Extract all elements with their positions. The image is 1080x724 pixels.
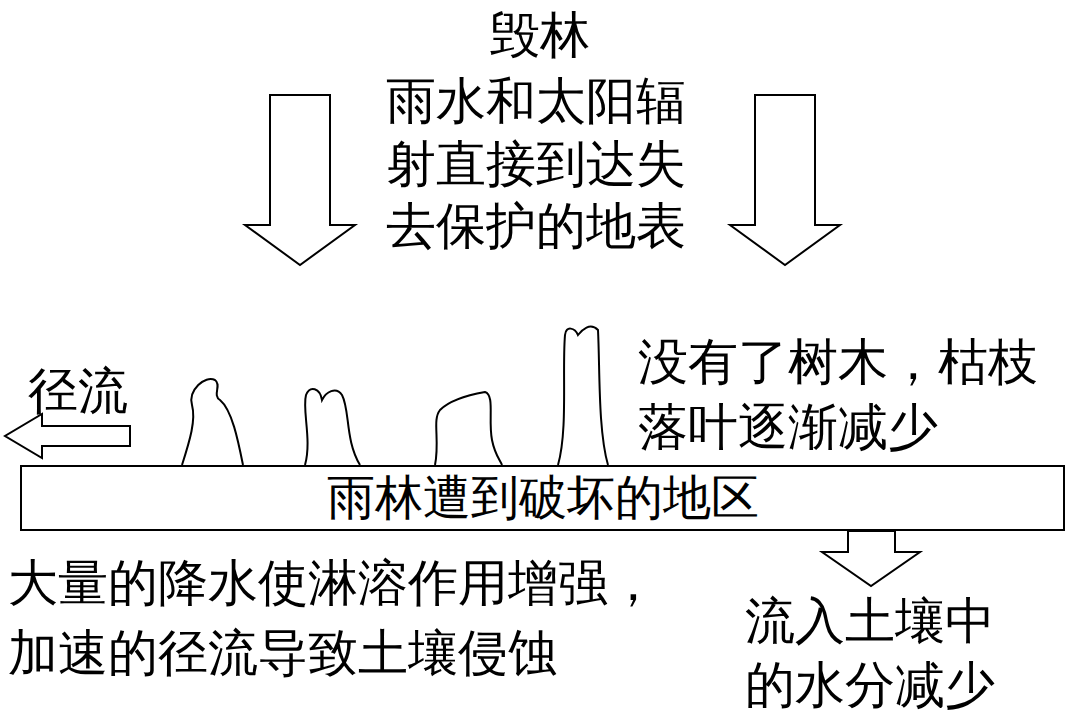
note-text: 径流 <box>28 360 148 423</box>
down-arrow <box>822 531 920 586</box>
tree-stump <box>182 379 243 465</box>
region-band: 雨林遭到破坏的地区 <box>20 465 1065 531</box>
region-label: 雨林遭到破坏的地区 <box>327 469 759 527</box>
note-text: 雨水和太阳辐射直接到达失去保护的地表 <box>378 70 693 258</box>
note-text: 没有了树木，枯枝落叶逐渐减少 <box>638 330 1053 460</box>
title: 毁林 <box>0 4 1080 67</box>
tree-stump <box>305 389 360 465</box>
tree-stump <box>558 327 608 465</box>
down-arrow <box>245 95 355 265</box>
tree-stump <box>435 392 502 465</box>
left-arrow <box>5 414 130 458</box>
down-arrow <box>730 95 840 265</box>
note-text: 流入土壤中的水分减少 <box>745 590 1010 717</box>
note-text: 大量的降水使淋溶作用增强，加速的径流导致土壤侵蚀 <box>8 548 673 688</box>
